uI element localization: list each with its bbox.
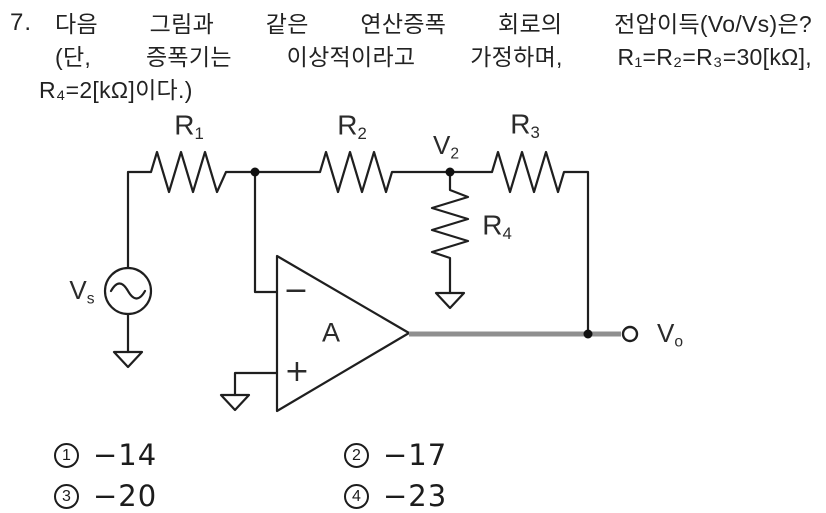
label-v2: V2	[432, 130, 460, 163]
r4-ground-icon	[434, 291, 466, 310]
vo-terminal-icon	[621, 325, 639, 343]
question-text: 다음 그림과 같은 연산증폭 회로의 전압이득(Vo/Vs)은? (단, 증폭기…	[39, 8, 812, 107]
node-dot-inverting	[250, 167, 260, 177]
main-wire	[126, 150, 590, 336]
r4-resistor-zigzag	[430, 170, 470, 295]
choice-3: 3 −20	[54, 482, 157, 511]
node-dot-v2	[445, 167, 455, 177]
node-dot-output	[583, 329, 593, 339]
choice-2-circled-number: 2	[344, 443, 369, 468]
label-r4: R4	[482, 209, 512, 243]
noninverting-pin-sign: +	[284, 354, 310, 389]
choice-2: 2 −17	[344, 441, 447, 470]
label-vo: Vo	[656, 318, 684, 351]
choice-4-circled-number: 4	[344, 484, 369, 509]
question-line-2: (단, 증폭기는 이상적이라고 가정하며, R₁=R₂=R₃=30[kΩ],	[55, 44, 812, 70]
opamp-triangle	[275, 254, 411, 413]
choice-3-value: −20	[93, 479, 158, 513]
inverting-input-wire	[253, 170, 279, 294]
choice-4: 4 −23	[344, 482, 447, 511]
label-r1: R1	[174, 109, 204, 143]
label-opamp-gain: A	[321, 317, 341, 348]
choice-1: 1 −14	[54, 441, 157, 470]
label-vs: Vs	[69, 275, 95, 308]
noninverting-input-wire	[233, 371, 279, 397]
choice-2-value: −17	[383, 438, 448, 472]
label-r2: R2	[337, 109, 367, 143]
sine-wave-icon	[109, 282, 147, 300]
choice-1-value: −14	[93, 438, 158, 472]
choice-3-circled-number: 3	[54, 484, 79, 509]
label-r3: R3	[510, 108, 540, 142]
inverting-pin-sign: −	[283, 273, 309, 308]
opamp-ground-icon	[219, 393, 251, 412]
choice-1-circled-number: 1	[54, 443, 79, 468]
question-line-3: R₄=2[kΩ]이다.)	[39, 77, 193, 103]
vs-ground-icon	[112, 350, 144, 369]
question-line-1: 다음 그림과 같은 연산증폭 회로의 전압이득(Vo/Vs)은?	[55, 11, 812, 37]
question-number: 7.	[10, 9, 33, 36]
choice-4-value: −23	[383, 479, 448, 513]
